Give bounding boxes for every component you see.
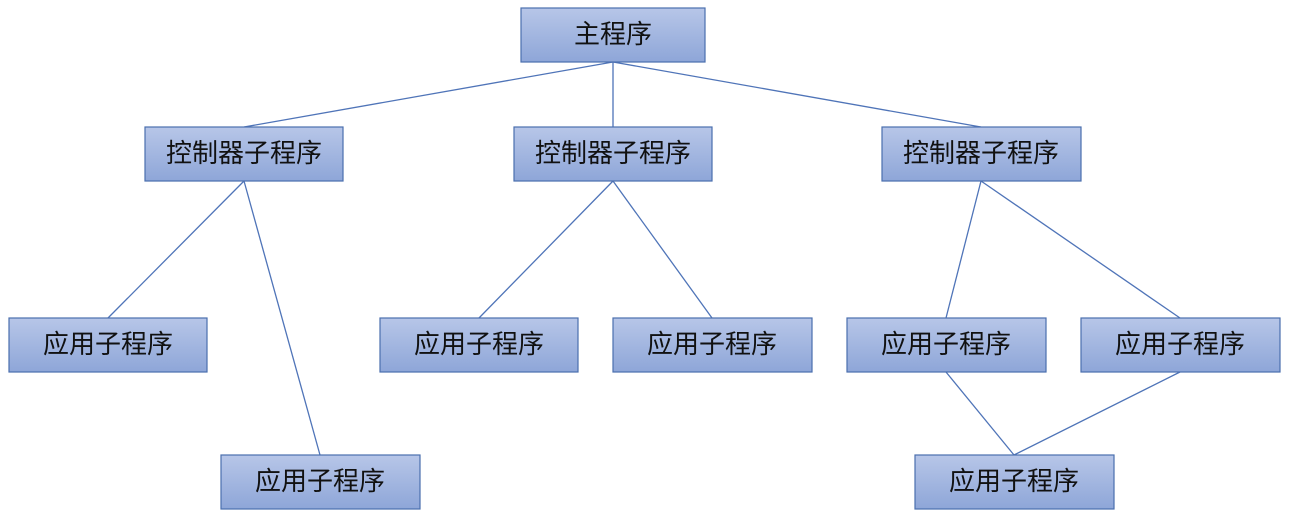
node-app3-label: 应用子程序: [414, 330, 544, 360]
node-app6-label: 应用子程序: [1115, 330, 1245, 360]
edges-group: [107, 61, 1181, 456]
node-app2-box: [220, 454, 421, 510]
edge-ctrl2-app3: [478, 180, 614, 319]
node-ctrl3-box: [881, 126, 1082, 182]
node-app5-label: 应用子程序: [881, 330, 1011, 360]
node-app3-box: [379, 317, 579, 373]
node-ctrl1-box: [144, 126, 344, 182]
node-app4: 应用子程序: [612, 317, 813, 373]
node-app1-box: [8, 317, 208, 373]
node-app4-box: [612, 317, 813, 373]
edge-ctrl2-app4: [612, 180, 713, 319]
node-app6-box: [1080, 317, 1281, 373]
node-app5-box: [846, 317, 1047, 373]
node-ctrl1: 控制器子程序: [144, 126, 344, 182]
edge-app6-app7: [1013, 371, 1181, 456]
node-app6: 应用子程序: [1080, 317, 1281, 373]
node-ctrl2: 控制器子程序: [513, 126, 713, 182]
node-ctrl1-label: 控制器子程序: [166, 139, 322, 169]
node-ctrl3: 控制器子程序: [881, 126, 1082, 182]
node-app2-label: 应用子程序: [255, 467, 385, 497]
node-app5: 应用子程序: [846, 317, 1047, 373]
edge-ctrl3-app6: [980, 180, 1181, 319]
node-ctrl2-label: 控制器子程序: [535, 139, 691, 169]
edge-main-ctrl3: [612, 61, 982, 128]
node-main-label: 主程序: [574, 20, 652, 50]
edge-ctrl1-app1: [107, 180, 245, 319]
edge-ctrl3-app5: [945, 180, 982, 319]
node-app3: 应用子程序: [379, 317, 579, 373]
node-main: 主程序: [520, 7, 706, 63]
node-app7-label: 应用子程序: [949, 467, 1079, 497]
node-main-box: [520, 7, 706, 63]
node-app1-label: 应用子程序: [43, 330, 173, 360]
node-app2: 应用子程序: [220, 454, 421, 510]
node-app1: 应用子程序: [8, 317, 208, 373]
edge-main-ctrl1: [243, 61, 614, 128]
node-ctrl2-box: [513, 126, 713, 182]
edge-app5-app7: [945, 371, 1015, 456]
node-app4-label: 应用子程序: [647, 330, 777, 360]
node-app7: 应用子程序: [914, 454, 1115, 510]
node-ctrl3-label: 控制器子程序: [903, 139, 1059, 169]
node-app7-box: [914, 454, 1115, 510]
edge-ctrl1-app2: [243, 180, 321, 456]
